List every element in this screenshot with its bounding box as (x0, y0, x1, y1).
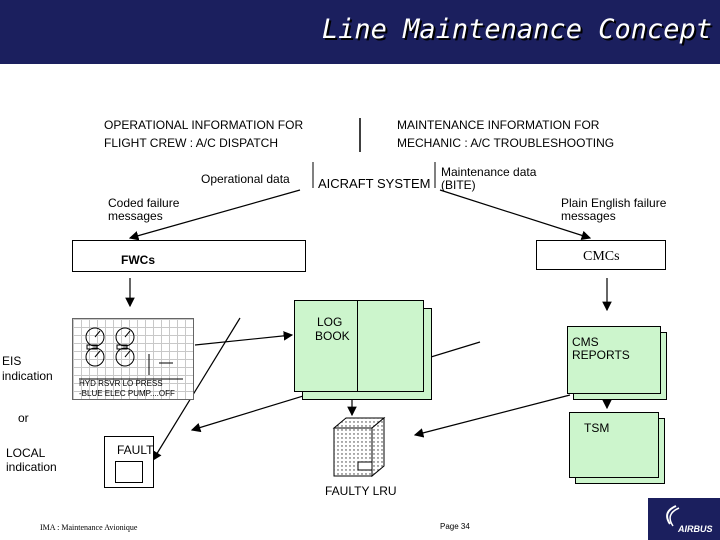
tsm-manual: TSM (569, 412, 659, 478)
eis-display (72, 318, 194, 400)
faulty-lru-label: FAULTY LRU (325, 484, 397, 498)
fault-panel: FAULT (104, 436, 154, 488)
ecam-message-line1: HYD RSVR LO PRESS (79, 379, 163, 388)
cms-reports-line1: CMS (572, 335, 599, 349)
eis-label-line2: indication (2, 369, 53, 383)
maintenance-data-line1: Maintenance data (441, 165, 537, 179)
cmcs-box: CMCs (536, 240, 666, 270)
airbus-swoosh-icon (666, 505, 680, 527)
plain-english-line1: Plain English failure (561, 196, 667, 210)
page-title: Line Maintenance Concept (321, 14, 712, 45)
coded-failure-line1: Coded failure (108, 196, 180, 210)
ecam-message-line2: -BLUE ELEC PUMP....OFF (79, 389, 175, 398)
eis-label-line1: EIS (2, 354, 22, 368)
title-bar (0, 0, 720, 64)
logbook-line2: BOOK (315, 329, 350, 343)
logbook-line1: LOG (317, 315, 343, 329)
maintenance-data-line2: (BITE) (441, 178, 476, 192)
fwcs-label: FWCs (121, 253, 155, 267)
coded-failure-line2: messages (108, 209, 163, 223)
local-label-line1: LOCAL (6, 446, 46, 460)
airbus-logo: AIRBUS (648, 498, 720, 540)
aircraft-system-label: AICRAFT SYSTEM (318, 176, 431, 191)
fault-label: FAULT (117, 443, 154, 457)
cms-reports: CMS REPORTS (567, 326, 661, 394)
engine-gauges-icon (79, 327, 183, 380)
logbook-spine (357, 301, 358, 391)
cms-reports-line2: REPORTS (572, 348, 630, 362)
local-label-line2: indication (6, 460, 57, 474)
footer-page-number: Page 34 (440, 522, 470, 531)
right-header-line1: MAINTENANCE INFORMATION FOR (397, 118, 600, 132)
right-header-line2: MECHANIC : A/C TROUBLESHOOTING (397, 136, 615, 150)
cmcs-label: CMCs (583, 249, 620, 264)
fwcs-box: FWCs (72, 240, 306, 272)
fault-light-icon (115, 461, 143, 483)
plain-english-line2: messages (561, 209, 616, 223)
left-header-line1: OPERATIONAL INFORMATION FOR (104, 118, 304, 132)
tsm-label: TSM (584, 421, 610, 435)
or-label: or (18, 411, 29, 425)
operational-data-label: Operational data (201, 172, 290, 186)
airbus-logo-text: AIRBUS (678, 524, 713, 534)
left-header-line2: FLIGHT CREW : A/C DISPATCH (104, 136, 279, 150)
logbook: LOG BOOK (294, 300, 424, 392)
footer-left: IMA : Maintenance Avionique (40, 523, 138, 532)
